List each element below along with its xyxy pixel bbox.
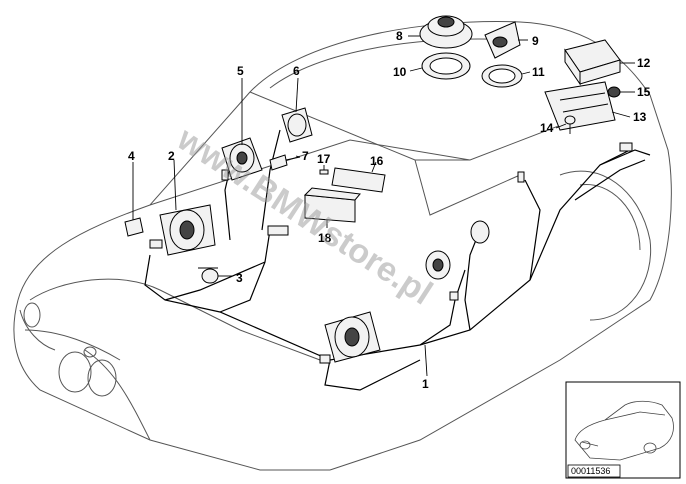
callout-2: 2 — [168, 149, 175, 163]
callouts: 1 2 3 4 5 6 7 8 9 10 11 12 13 14 15 16 1… — [128, 29, 651, 391]
radio-unit-part-18 — [303, 187, 361, 223]
wiring-harness — [144, 129, 651, 391]
mounting-bracket-part-13 — [544, 81, 616, 131]
callout-12: 12 — [637, 56, 651, 70]
callout-11: 11 — [532, 65, 545, 79]
callout-18: 18 — [318, 231, 332, 245]
callout-8: 8 — [396, 29, 403, 43]
harness-connectors — [221, 142, 633, 364]
reference-code: 00011536 — [571, 466, 610, 476]
callout-6: 6 — [293, 64, 300, 78]
callout-15: 15 — [637, 85, 651, 99]
callout-13: 13 — [633, 110, 647, 124]
speaker-bracket-part-5 — [221, 137, 263, 181]
pin-part-17 — [319, 169, 329, 175]
subwoofer-part-8 — [419, 15, 473, 49]
callout-7: 7 — [302, 149, 309, 163]
speaker-front-left — [159, 204, 216, 256]
nut-part-15 — [607, 86, 621, 98]
callout-17: 17 — [317, 152, 331, 166]
front-grille — [19, 302, 117, 397]
screw-part-3 — [198, 267, 219, 284]
callout-5: 5 — [237, 64, 244, 78]
inset-thumbnail: 00011536 — [565, 381, 681, 479]
leader-lines — [132, 35, 635, 377]
callout-14: 14 — [540, 121, 554, 135]
tweeter-connector — [124, 217, 163, 249]
card-part-16 — [331, 167, 386, 193]
callout-10: 10 — [393, 65, 407, 79]
bolt-part-7 — [269, 154, 301, 171]
callout-3: 3 — [236, 271, 243, 285]
callout-1: 1 — [422, 377, 429, 391]
inset-car-icon — [574, 400, 674, 461]
callout-9: 9 — [532, 34, 539, 48]
tweeter-rear — [470, 220, 490, 244]
bracket-part-9 — [484, 21, 521, 59]
tweeter-part-6 — [281, 107, 313, 143]
ring-part-10 — [421, 52, 471, 80]
ring-part-11 — [481, 64, 523, 88]
callout-16: 16 — [370, 154, 384, 168]
amplifier-part-12 — [564, 39, 621, 86]
speaker-door-mid — [425, 250, 451, 280]
car-outline — [13, 21, 672, 471]
speaker-door-lower — [324, 311, 381, 363]
screw-part-14 — [564, 115, 576, 134]
callout-4: 4 — [128, 149, 135, 163]
